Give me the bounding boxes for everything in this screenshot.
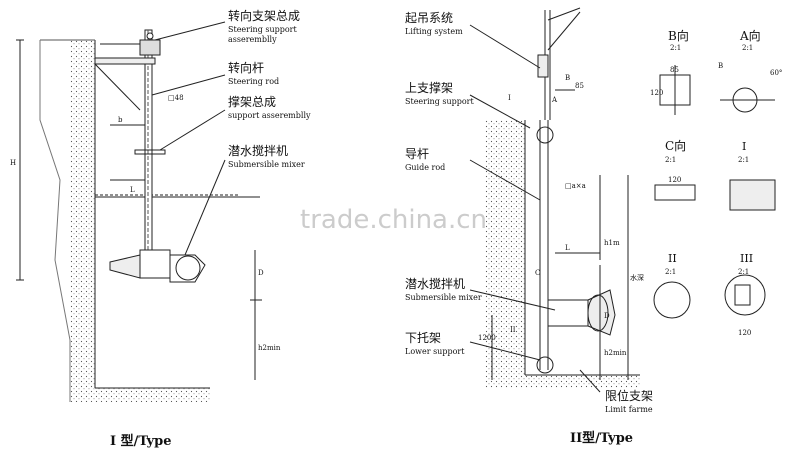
type2-dim-water: 水深 <box>630 273 644 282</box>
type2-dim-b: B <box>565 74 570 82</box>
type1-label-en2-0: asseremblly <box>228 35 277 44</box>
type2-dim-h2: h2min <box>604 349 627 357</box>
type2-dim-85: 85 <box>575 82 584 90</box>
type2-dim-h1: h1m <box>604 239 620 247</box>
detail-title-3: I <box>742 140 746 153</box>
type2-dim-l: L <box>565 244 570 252</box>
details-labels: B向 2:1 85 120 A向 2:1 B 60° C向 2:1 120 I … <box>650 28 782 337</box>
type2-label-cn-0: 起吊系统 <box>405 11 453 25</box>
detail-scale-2: 2:1 <box>665 156 676 164</box>
detail-scale-0: 2:1 <box>670 44 681 52</box>
type1-label-en-3: Submersible mixer <box>228 160 305 169</box>
type2-label-en-1: Steering support <box>405 97 475 106</box>
type2-dim-a: A <box>551 96 558 104</box>
detail-title-4: II <box>668 252 677 265</box>
type1-dim-d: D <box>258 269 264 277</box>
type1-labels: 转向支架总成 Steering support asseremblly 转向杆 … <box>10 8 311 449</box>
detail-title-2: C向 <box>665 138 686 153</box>
type2-mixer <box>547 289 616 336</box>
type2-dim-c: C <box>535 269 540 277</box>
type1-dim-h2: h2min <box>258 344 281 352</box>
type2-caption: II型/Type <box>570 430 633 446</box>
watermark: trade.china.cn <box>300 205 487 235</box>
type1-label-en-2: support asseremblly <box>228 111 311 120</box>
type2-label-en-0: Lifting system <box>405 27 463 36</box>
type2-dim-ii: II <box>510 326 516 334</box>
type1-dim-h: H <box>10 159 16 167</box>
type2-label-cn-2: 导杆 <box>405 147 429 161</box>
type1-dim-square: □48 <box>168 94 184 102</box>
type2-labels: 起吊系统 Lifting system 上支撑架 Steering suppor… <box>405 11 653 446</box>
detail-dim-0: 85 <box>670 66 679 74</box>
type1-label-cn-1: 转向杆 <box>228 60 264 75</box>
type1-dim-b: b <box>118 116 123 124</box>
type1-mixer <box>109 249 206 283</box>
detail-title-5: III <box>740 252 753 265</box>
type1-dim-l: L <box>130 186 135 194</box>
type1-label-en-1: Steering rod <box>228 77 279 86</box>
detail-dim2-0: 120 <box>650 89 663 97</box>
type2-drawing <box>469 7 640 393</box>
type2-label-cn-4: 下托架 <box>405 331 441 345</box>
type2-dim-d: D <box>604 312 610 320</box>
type1-wall <box>40 40 210 402</box>
type1-label-cn-0: 转向支架总成 <box>228 8 300 23</box>
detail-dim-5: 120 <box>738 329 751 337</box>
type2-label-en-3: Submersible mixer <box>405 293 482 302</box>
detail-scale-5: 2:1 <box>738 268 749 276</box>
type2-label-en-4: Lower support <box>405 347 465 356</box>
type1-caption: I 型/Type <box>110 433 172 449</box>
type1-label-en-0: Steering support <box>228 25 298 34</box>
type1-label-cn-3: 潜水搅拌机 <box>228 143 288 158</box>
detail-title-0: B向 <box>668 28 689 43</box>
type2-dim-sq: □a×a <box>565 182 586 190</box>
type2-label-cn-5: 限位支架 <box>605 388 653 403</box>
detail-scale-4: 2:1 <box>665 268 676 276</box>
type2-label-en-2: Guide rod <box>405 163 445 172</box>
type1-drawing <box>16 21 262 402</box>
detail-dim-1: B <box>718 62 723 70</box>
detail-scale-3: 2:1 <box>738 156 749 164</box>
detail-title-1: A向 <box>739 28 761 43</box>
detail-dim-2: 120 <box>668 176 681 184</box>
type2-dim-1200: 1200 <box>478 334 496 342</box>
type2-label-cn-3: 潜水搅拌机 <box>405 276 465 291</box>
detail-dim2-1: 60° <box>770 69 782 77</box>
type2-label-cn-1: 上支撑架 <box>405 80 453 95</box>
type2-wall <box>485 120 640 388</box>
details <box>653 65 776 319</box>
type1-label-cn-2: 撑架总成 <box>228 94 276 109</box>
detail-scale-1: 2:1 <box>742 44 753 52</box>
type2-label-en-5: Limit farme <box>605 405 653 414</box>
type2-dim-i: I <box>508 94 511 102</box>
